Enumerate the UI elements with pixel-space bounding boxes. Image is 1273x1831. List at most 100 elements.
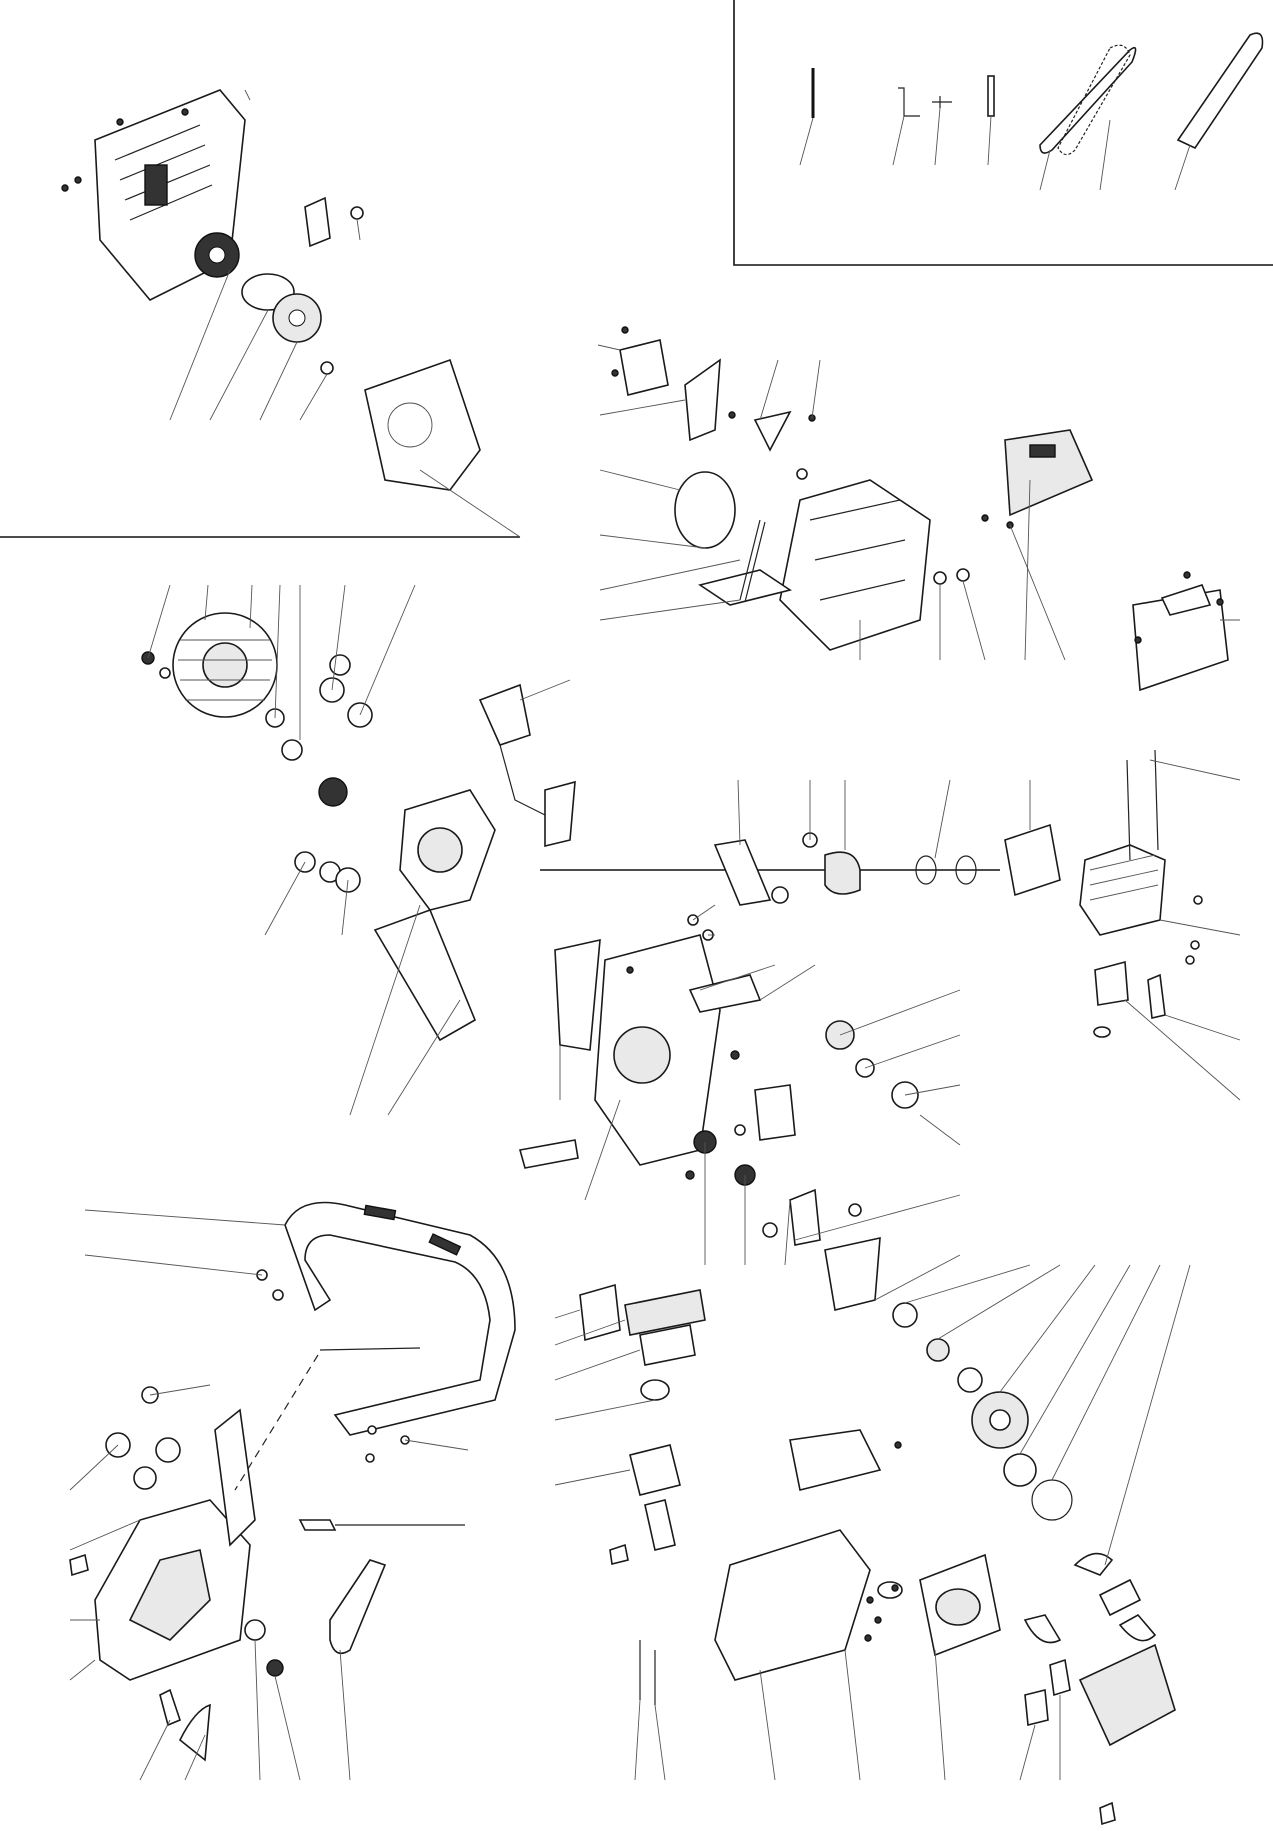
flywheel-group [141, 584, 576, 1116]
sprocket-cover [779, 479, 931, 651]
clutch-shoe-1 [1073, 1552, 1114, 1576]
piston-ring-1 [915, 855, 937, 885]
clutch-group [892, 1264, 1191, 1644]
saw-chain [1057, 44, 1131, 156]
primer-bulb [609, 1543, 629, 1565]
flange-gasket [639, 1324, 696, 1366]
oil-pump [789, 1188, 821, 1246]
recoil-leaders [0, 89, 521, 538]
carburetor [629, 1444, 681, 1496]
chain-tensioner [684, 358, 721, 442]
carburetor-group [554, 1283, 1176, 1826]
ignition-lead [499, 744, 546, 816]
cylinder-gasket [1004, 823, 1061, 897]
housing-badge [144, 164, 168, 206]
crankcase-group [518, 904, 961, 1311]
cylinder-leaders [737, 619, 1241, 1101]
screwdriver [987, 75, 995, 117]
piston [824, 851, 861, 895]
flywheel-fins [178, 639, 272, 701]
recoil-screws [61, 108, 189, 192]
rear-handle-frame [214, 1408, 256, 1547]
brake-lever [753, 410, 792, 452]
air-filter-base [644, 1499, 676, 1551]
clutch-hub [1098, 1578, 1142, 1617]
handle-logo-marks [363, 1204, 462, 1256]
muffler-gasket [1094, 960, 1129, 1006]
throttle-cable-end [298, 1519, 337, 1531]
carburetor-flange [624, 1289, 706, 1336]
intake-boot [640, 1379, 670, 1401]
accessories-frame [733, 0, 1273, 266]
tank-recess [128, 1549, 211, 1641]
spark-plug [1147, 973, 1166, 1019]
bar-scabbard [1176, 32, 1264, 150]
shroud-plate [1160, 584, 1212, 616]
housing-fins [114, 124, 213, 221]
flywheel-leaders [147, 584, 571, 1116]
dash-line [319, 1347, 421, 1351]
connecting-rod [713, 839, 772, 906]
clutch-leaders [904, 1264, 1191, 1566]
carb-screws [864, 1441, 902, 1642]
clutch-washer [892, 1302, 918, 1328]
cylinder-bolt [1126, 759, 1131, 861]
oil-pump-cover [824, 1236, 881, 1311]
recoil-starter-group [0, 89, 521, 538]
brake-leaders [540, 344, 1066, 871]
cylinder [1079, 844, 1166, 936]
air-filter-cover [1078, 1643, 1176, 1747]
brake-band [674, 471, 736, 549]
clutch-shoe-3 [1118, 1613, 1157, 1642]
carb-leaders [554, 1309, 1061, 1781]
brake-small-parts [611, 326, 1014, 585]
handle-leaders [69, 1209, 469, 1781]
decal-plate [518, 1139, 579, 1169]
top-cover [789, 1429, 882, 1491]
brake-cover-group [540, 326, 1094, 871]
front-handle-bar [284, 1201, 516, 1436]
clutch-spring [1031, 1479, 1073, 1521]
handle-tank-group [69, 1201, 516, 1781]
starter-handle [304, 196, 331, 248]
trigger-lever [178, 1703, 211, 1762]
piston-ring-2 [955, 855, 977, 885]
brake-spring [739, 519, 766, 603]
bar-plate [619, 339, 669, 396]
pulley-screw [320, 361, 334, 375]
hex-key-l [898, 87, 920, 117]
ignition-coil [478, 683, 531, 746]
spark-plug-boot [544, 780, 576, 848]
clutch-cover-washer [1003, 1453, 1037, 1487]
assembly-line [234, 1354, 319, 1491]
stop-switch [69, 1553, 89, 1577]
cover-latch [1099, 1801, 1116, 1826]
handle-nut [350, 206, 364, 220]
clutch-shoe-2 [1023, 1614, 1062, 1644]
crankcase-bracket [373, 908, 477, 1042]
oil-seal [318, 777, 348, 807]
accessories-group [733, 0, 1273, 266]
hand-guard [1004, 429, 1094, 517]
accessory-leaders [799, 107, 1191, 191]
cover-ribs [809, 499, 906, 601]
t-wrench [932, 96, 952, 108]
fan-cover-plate [364, 358, 481, 491]
crankcase-leaders [559, 904, 961, 1301]
needle-bearing [926, 1338, 950, 1362]
filter-seal [877, 1581, 903, 1599]
guide-bar [1039, 46, 1137, 154]
choke-knob [159, 1688, 181, 1727]
throttle-grip [329, 1559, 387, 1655]
engine-cover [714, 1529, 871, 1681]
heat-shield [579, 1283, 621, 1342]
cover-knob [1024, 1688, 1049, 1727]
cylinder-group [713, 571, 1241, 1101]
chain-guide-plate [754, 1084, 796, 1141]
cylinder-small-parts [1134, 571, 1224, 965]
chain-catcher-plate [698, 569, 792, 606]
knob-stud [1049, 1658, 1071, 1697]
crankcase-gasket [554, 938, 601, 1051]
